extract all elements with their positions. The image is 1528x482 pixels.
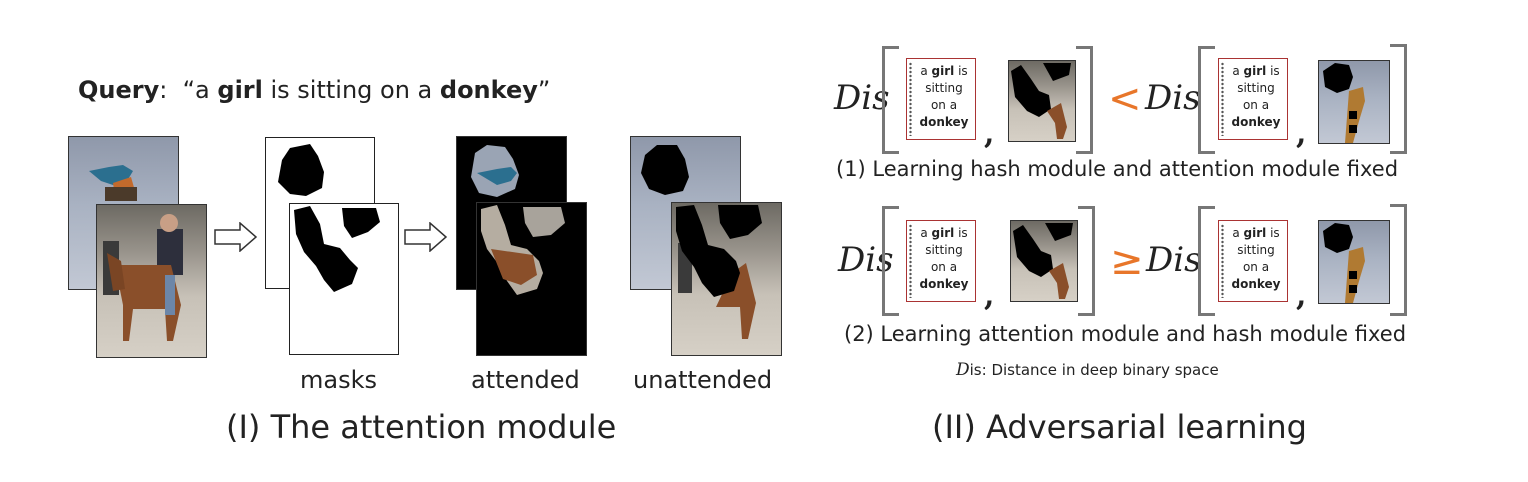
left-bracket xyxy=(882,46,899,154)
row2-caption: (2) Learning attention module and hash m… xyxy=(844,322,1407,346)
attended-donkey-thumb xyxy=(1008,60,1076,142)
right-panel-title: (II) Adversarial learning xyxy=(932,408,1307,446)
dis-symbol: Dis xyxy=(834,78,890,118)
comma: , xyxy=(984,116,995,151)
caption-masks: masks xyxy=(300,366,377,394)
attended-donkey-image xyxy=(476,202,587,356)
attended-donkey-thumb xyxy=(1010,220,1078,302)
query-note: a girl is sitting on a donkey xyxy=(906,220,976,302)
comma: , xyxy=(984,278,995,313)
query-label: Query xyxy=(78,76,160,104)
caption-unattended: unattended xyxy=(633,366,773,394)
right-arrow-icon xyxy=(214,222,258,252)
query-note: a girl is sitting on a donkey xyxy=(906,58,976,140)
right-bracket xyxy=(1076,46,1093,154)
left-bracket xyxy=(882,206,899,316)
right-arrow-icon xyxy=(404,222,448,252)
query-note: a girl is sitting on a donkey xyxy=(1218,220,1288,302)
attended-bird-thumb xyxy=(1318,60,1390,144)
query-sep: : xyxy=(159,76,168,104)
comma: , xyxy=(1296,116,1307,151)
unattended-donkey-image xyxy=(671,202,782,356)
girl-on-donkey-image xyxy=(96,204,207,358)
query-middle: is sitting on a xyxy=(262,76,440,104)
query-close: ” xyxy=(537,76,551,104)
right-bracket xyxy=(1390,204,1407,316)
dis-symbol: Dis xyxy=(1146,240,1202,280)
left-panel-title: (I) The attention module xyxy=(226,408,617,446)
less-than-sign: < xyxy=(1108,76,1142,122)
comma: , xyxy=(1296,278,1307,313)
mask-donkey xyxy=(289,203,399,355)
query-word-girl: girl xyxy=(217,76,263,104)
caption-attended: attended xyxy=(471,366,580,394)
query-note: a girl is sitting on a donkey xyxy=(1218,58,1288,140)
dis-symbol: Dis xyxy=(1145,78,1201,118)
greater-equal-sign: ≥ xyxy=(1110,238,1144,284)
query-open: “a xyxy=(182,76,218,104)
query-text: Query: “a girl is sitting on a donkey” xyxy=(78,76,550,104)
right-bracket xyxy=(1078,206,1095,316)
left-bracket xyxy=(1198,46,1215,154)
dis-definition: Dis: Distance in deep binary space xyxy=(956,360,1219,380)
attended-bird-thumb xyxy=(1318,220,1390,304)
left-bracket xyxy=(1198,206,1215,316)
right-bracket xyxy=(1390,44,1407,154)
query-word-donkey: donkey xyxy=(439,76,538,104)
row1-caption: (1) Learning hash module and attention m… xyxy=(836,157,1399,181)
